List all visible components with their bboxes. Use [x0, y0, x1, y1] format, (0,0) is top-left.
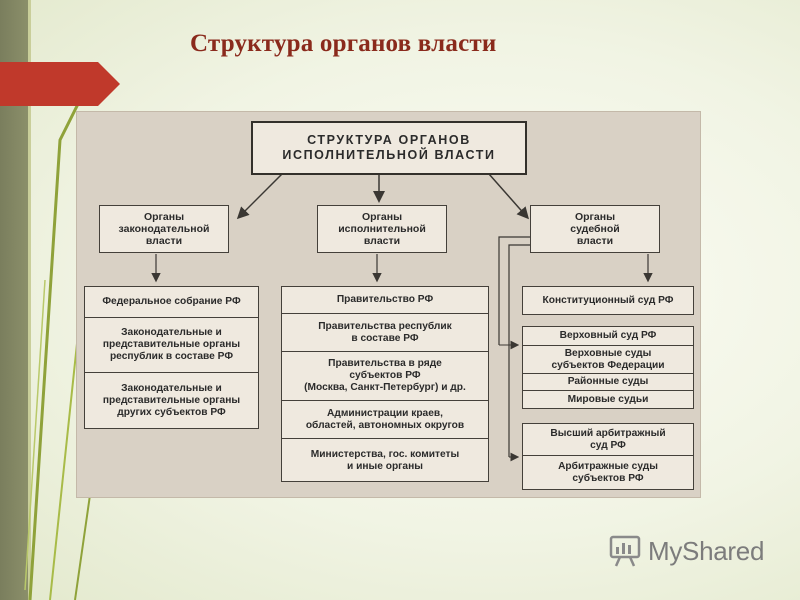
list-item: Мировые судьи [567, 394, 649, 405]
list-item: Правительства республик в составе РФ [282, 314, 488, 352]
root-box: СТРУКТУРА ОРГАНОВ ИСПОЛНИТЕЛЬНОЙ ВЛАСТИ [251, 121, 527, 175]
slide-title: Структура органов власти [190, 30, 497, 57]
title-arrow-shape [0, 62, 120, 106]
legislative-bodies-list: Федеральное собрание РФ Законодательные … [84, 286, 259, 429]
executive-bodies-list: Правительство РФ Правительства республик… [281, 286, 489, 482]
list-item: Администрации краев, областей, автономны… [282, 401, 488, 439]
constitutional-court-box: Конституционный суд РФ [522, 286, 694, 315]
branch-heading-legislative: Органы законодательной власти [99, 205, 229, 253]
list-item: Верховные суды субъектов Федерации [523, 346, 693, 374]
arrow-root-to-judicial [488, 173, 529, 220]
list-item: Законодательные и представительные орган… [102, 383, 241, 418]
arrow-root-to-legislative [236, 173, 283, 220]
presentation-board-icon [609, 535, 641, 567]
list-item: Министерства, гос. комитеты и иные орган… [310, 448, 460, 472]
bus-line-outer [498, 236, 530, 345]
left-accent-line [28, 0, 31, 600]
list-item: Верховный суд РФ [523, 327, 693, 346]
bus-line-inner [508, 244, 530, 457]
connector-lines [151, 173, 653, 462]
list-item: Высший арбитражный суд РФ [523, 424, 693, 456]
branch-heading-executive: Органы исполнительной власти [317, 205, 447, 253]
list-item: Районные суды [523, 374, 693, 391]
list-item: Законодательные и представительные орган… [85, 318, 258, 373]
watermark-text: MyShared [648, 535, 765, 566]
list-item: Федеральное собрание РФ [85, 287, 258, 318]
list-item: Правительства в ряде субъектов РФ (Москв… [282, 352, 488, 401]
list-item: Правительство РФ [282, 287, 488, 314]
list-item: Арбитражные суды субъектов РФ [558, 461, 658, 484]
diagram-panel: СТРУКТУРА ОРГАНОВ ИСПОЛНИТЕЛЬНОЙ ВЛАСТИ … [76, 111, 701, 498]
myshared-logo: MyShared [608, 534, 764, 568]
branch-heading-judicial: Органы судебной власти [530, 205, 660, 253]
general-courts-list: Верховный суд РФ Верховные суды субъекто… [522, 326, 694, 409]
arbitration-courts-list: Высший арбитражный суд РФ Арбитражные су… [522, 423, 694, 490]
